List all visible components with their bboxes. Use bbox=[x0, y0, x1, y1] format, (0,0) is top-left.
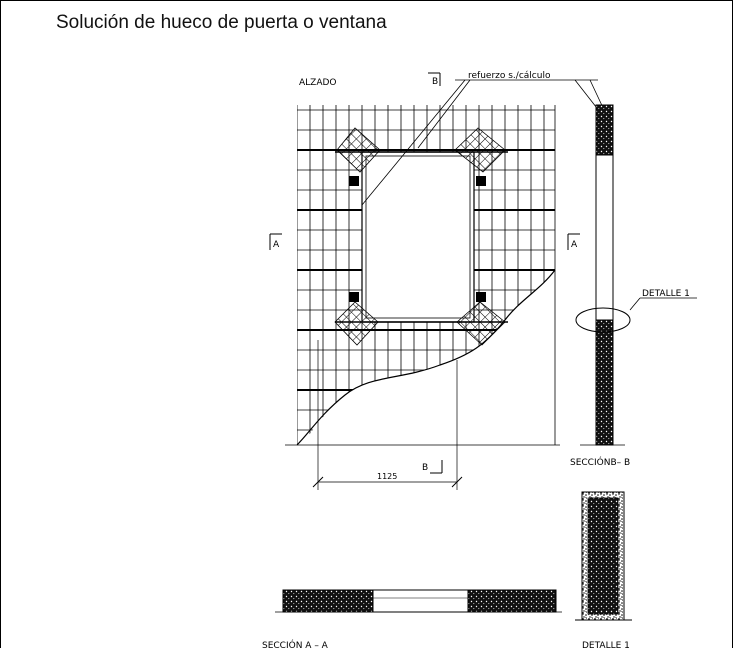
section-bb-view bbox=[575, 104, 697, 446]
diagonal-reinforcement bbox=[334, 127, 506, 346]
label-dimension: 1125 bbox=[377, 472, 397, 481]
label-detalle-title: DETALLE 1 bbox=[582, 641, 630, 650]
door-opening bbox=[361, 151, 475, 323]
anchor-blocks bbox=[349, 176, 486, 302]
section-aa-view bbox=[275, 589, 562, 613]
label-seccion-bb: SECCIÓNB– B bbox=[570, 456, 630, 468]
label-seccion-aa: SECCIÓN A – A bbox=[262, 639, 329, 650]
page-title: Solución de hueco de puerta o ventana bbox=[56, 12, 387, 33]
label-refuerzo: refuerzo s./cálculo bbox=[468, 71, 551, 81]
label-section-a-left: A bbox=[273, 240, 280, 250]
elevation-view bbox=[269, 72, 606, 490]
label-section-b-bottom: B bbox=[422, 463, 428, 473]
label-section-b-top: B bbox=[432, 77, 438, 87]
label-alzado: ALZADO bbox=[299, 78, 337, 88]
detail-1-view bbox=[575, 491, 632, 621]
break-line bbox=[296, 269, 556, 446]
label-section-a-right: A bbox=[571, 240, 578, 250]
label-detalle-callout: DETALLE 1 bbox=[642, 289, 690, 299]
